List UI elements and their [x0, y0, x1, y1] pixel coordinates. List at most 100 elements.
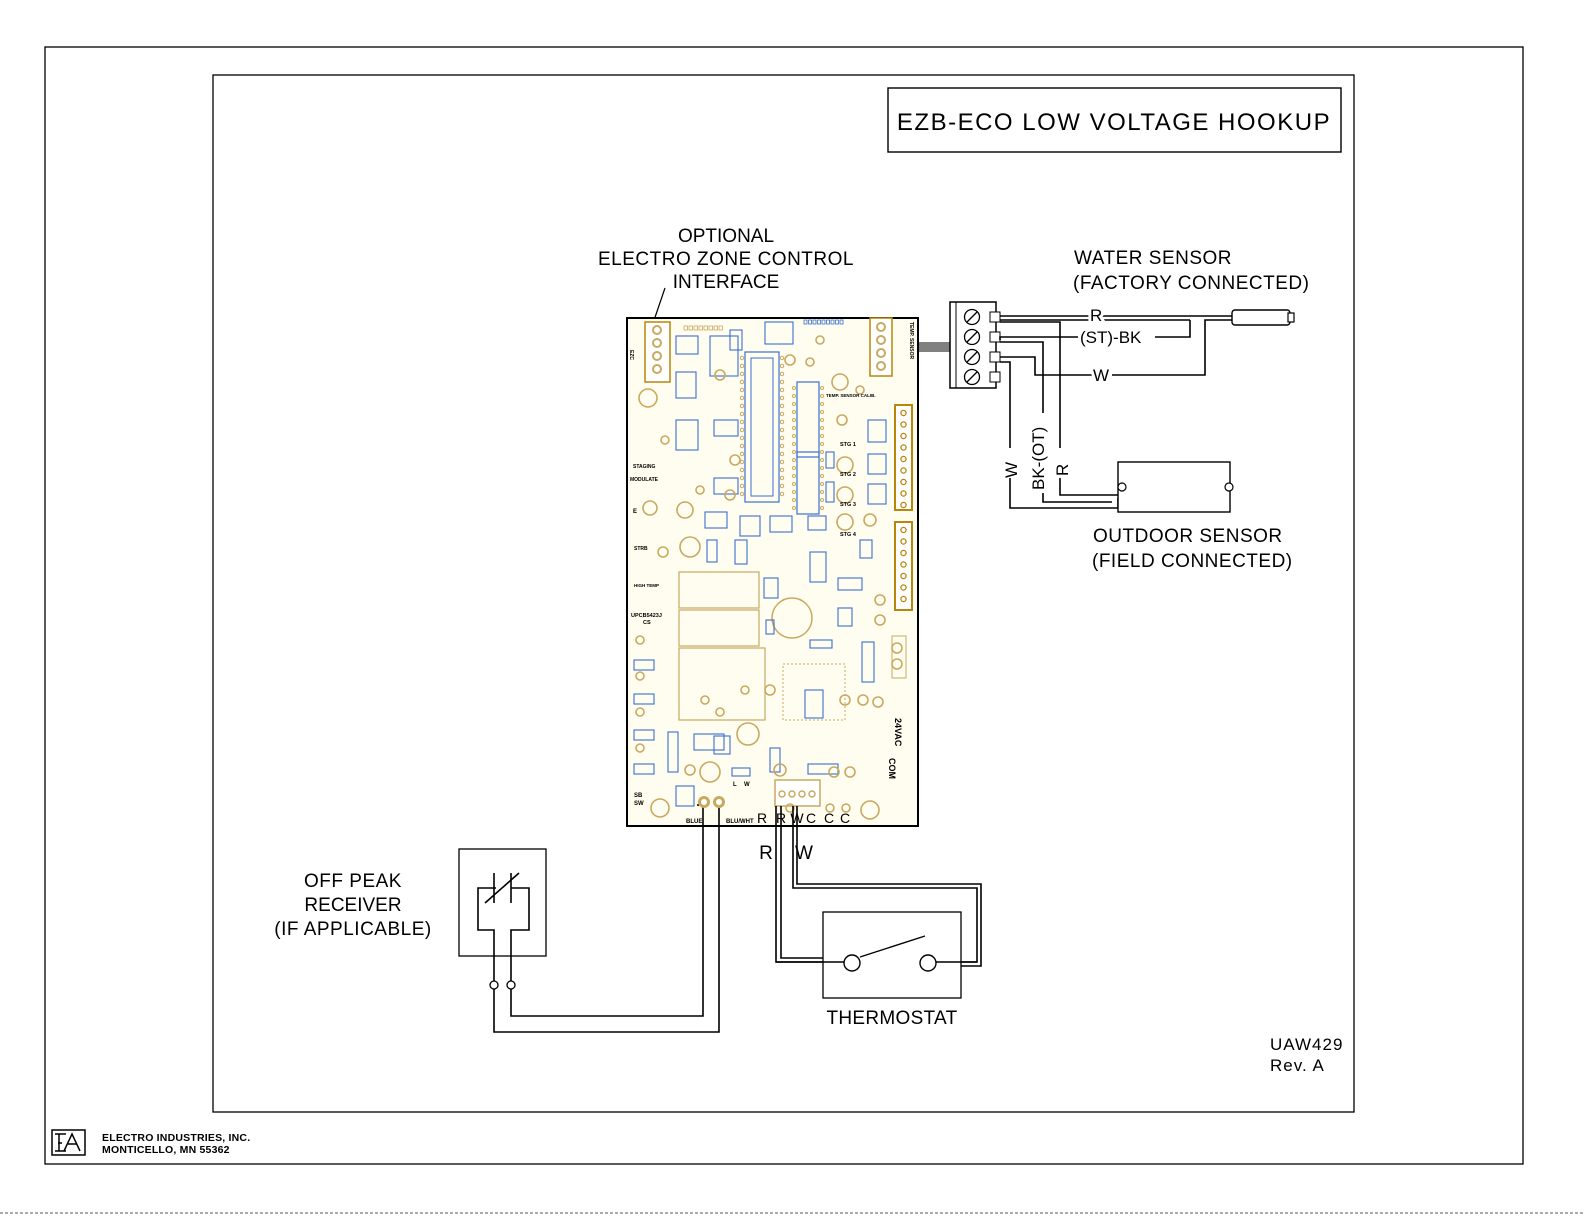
board-pad-15	[736, 722, 760, 746]
ic2-pin-l1	[792, 394, 796, 398]
outdoor-wire-w: W	[1002, 462, 1021, 478]
board-pad-43	[815, 335, 825, 345]
ic2-pin-r2	[820, 402, 824, 406]
terminal-r1: R	[757, 810, 767, 826]
thermostat-box	[822, 911, 962, 999]
ic2-pin-r7	[820, 442, 824, 446]
water-sensor-probe	[1231, 309, 1291, 326]
board-component-23	[667, 731, 679, 773]
board-pad-16	[684, 764, 696, 776]
outer-border	[44, 46, 1524, 1165]
board-label-blu-wht: BLU/WHT	[726, 819, 754, 825]
ic-pin-l16	[739, 483, 745, 489]
ic-pin-r10	[779, 435, 785, 441]
ic-pin-l7	[739, 411, 745, 417]
board-pad-20	[860, 800, 880, 820]
board-pad-4	[657, 546, 669, 558]
ic2-pin-r0	[820, 386, 824, 390]
board-pad-1	[642, 500, 658, 516]
terminal-c1: C	[806, 810, 816, 826]
ic-pin-l0	[739, 355, 745, 361]
ic-pin-r14	[779, 467, 785, 473]
ic-pin-r12	[779, 451, 785, 457]
ic-pin-r4	[779, 387, 785, 393]
header-pin-a4	[900, 455, 907, 463]
board-pad-24	[891, 642, 903, 654]
board-pad-32	[700, 695, 710, 705]
board-pad-31	[855, 385, 865, 395]
company-name: ELECTRO INDUSTRIES, INC.	[102, 1132, 251, 1144]
company-logo	[51, 1129, 86, 1156]
ic-pin-l5	[739, 395, 745, 401]
board-pad-44	[874, 594, 886, 606]
ic2-pin-l13	[792, 490, 796, 494]
outdoor-wire-bk-ot: BK-(OT)	[1029, 427, 1048, 490]
header-pin-a3	[900, 444, 907, 451]
board-component-4	[713, 419, 739, 437]
header-pin-b4	[900, 572, 907, 580]
water-sensor-tip	[1287, 312, 1295, 323]
off-peak-wiring	[493, 804, 720, 1033]
relay-2	[678, 609, 760, 647]
ic-pin-r3	[779, 379, 785, 385]
board-component-24	[693, 733, 725, 751]
board-label-modulate: MODULATE	[630, 477, 659, 483]
board-pad-18	[828, 766, 840, 778]
relay-1	[678, 571, 760, 609]
board-pad-41	[784, 354, 796, 366]
thermostat-wire-r: R	[759, 843, 773, 864]
ic2-pin-l3	[792, 410, 796, 414]
transformer-2	[782, 663, 846, 721]
board-label-high-temp: HIGH TEMP	[634, 583, 659, 588]
board-pad-29	[635, 743, 645, 753]
bottom-terminal-pin0	[778, 790, 786, 798]
ic-pin-l1	[739, 363, 745, 369]
board-component-17	[809, 639, 833, 649]
board-component-35	[825, 481, 835, 503]
header-pin-a5	[900, 467, 907, 474]
board-pad-28	[635, 707, 645, 717]
header-strip-2	[894, 521, 913, 611]
board-component-19	[804, 689, 824, 719]
board-label-calib: TEMP. SENSOR CALIB.	[826, 393, 876, 398]
ic-pin-r15	[779, 475, 785, 481]
ic2-pin-r5	[820, 426, 824, 430]
board-pad-37	[825, 803, 835, 813]
buzzer	[771, 597, 813, 639]
board-pad-35	[764, 684, 776, 696]
ic2-pin-r8	[820, 450, 824, 454]
board-component-16	[765, 619, 775, 635]
header-pin-a7	[900, 490, 907, 497]
board-pad-17	[773, 763, 787, 777]
ic2-pin-r13	[820, 490, 824, 494]
ic-pin-r17	[779, 491, 785, 497]
top-row2-pin4	[821, 319, 826, 325]
off-peak-terminal-1	[489, 980, 499, 990]
ic-pin-r16	[779, 483, 785, 489]
board-pad-36	[785, 803, 795, 813]
board-component-0	[675, 335, 699, 355]
ezc-block-label: EZC	[628, 350, 634, 360]
ic-pin-r6	[779, 403, 785, 409]
board-component-32	[867, 453, 887, 475]
transformer	[678, 647, 766, 721]
board-pad-39	[695, 485, 705, 495]
board-pad-40	[660, 435, 670, 445]
header-pin-b0	[900, 526, 907, 534]
board-label-stg3: STG 3	[840, 502, 856, 508]
ic2-pin-r1	[820, 394, 824, 398]
header-pin-b3	[900, 561, 907, 568]
board-label-e: E	[633, 509, 637, 515]
ic-pin-l3	[739, 379, 745, 385]
board-pad-9	[836, 456, 854, 474]
ic-pin-r8	[779, 419, 785, 425]
board-component-15	[837, 607, 853, 627]
outdoor-sensor-mount-left	[1117, 482, 1127, 492]
ic-pin-l2	[739, 371, 745, 377]
board-pad-8	[831, 373, 849, 391]
driver-chip-2	[796, 451, 820, 515]
ic2-pin-l8	[792, 450, 796, 454]
header-pin-a0	[900, 409, 907, 417]
ic-pin-r9	[779, 427, 785, 433]
ic-pin-l6	[739, 403, 745, 409]
